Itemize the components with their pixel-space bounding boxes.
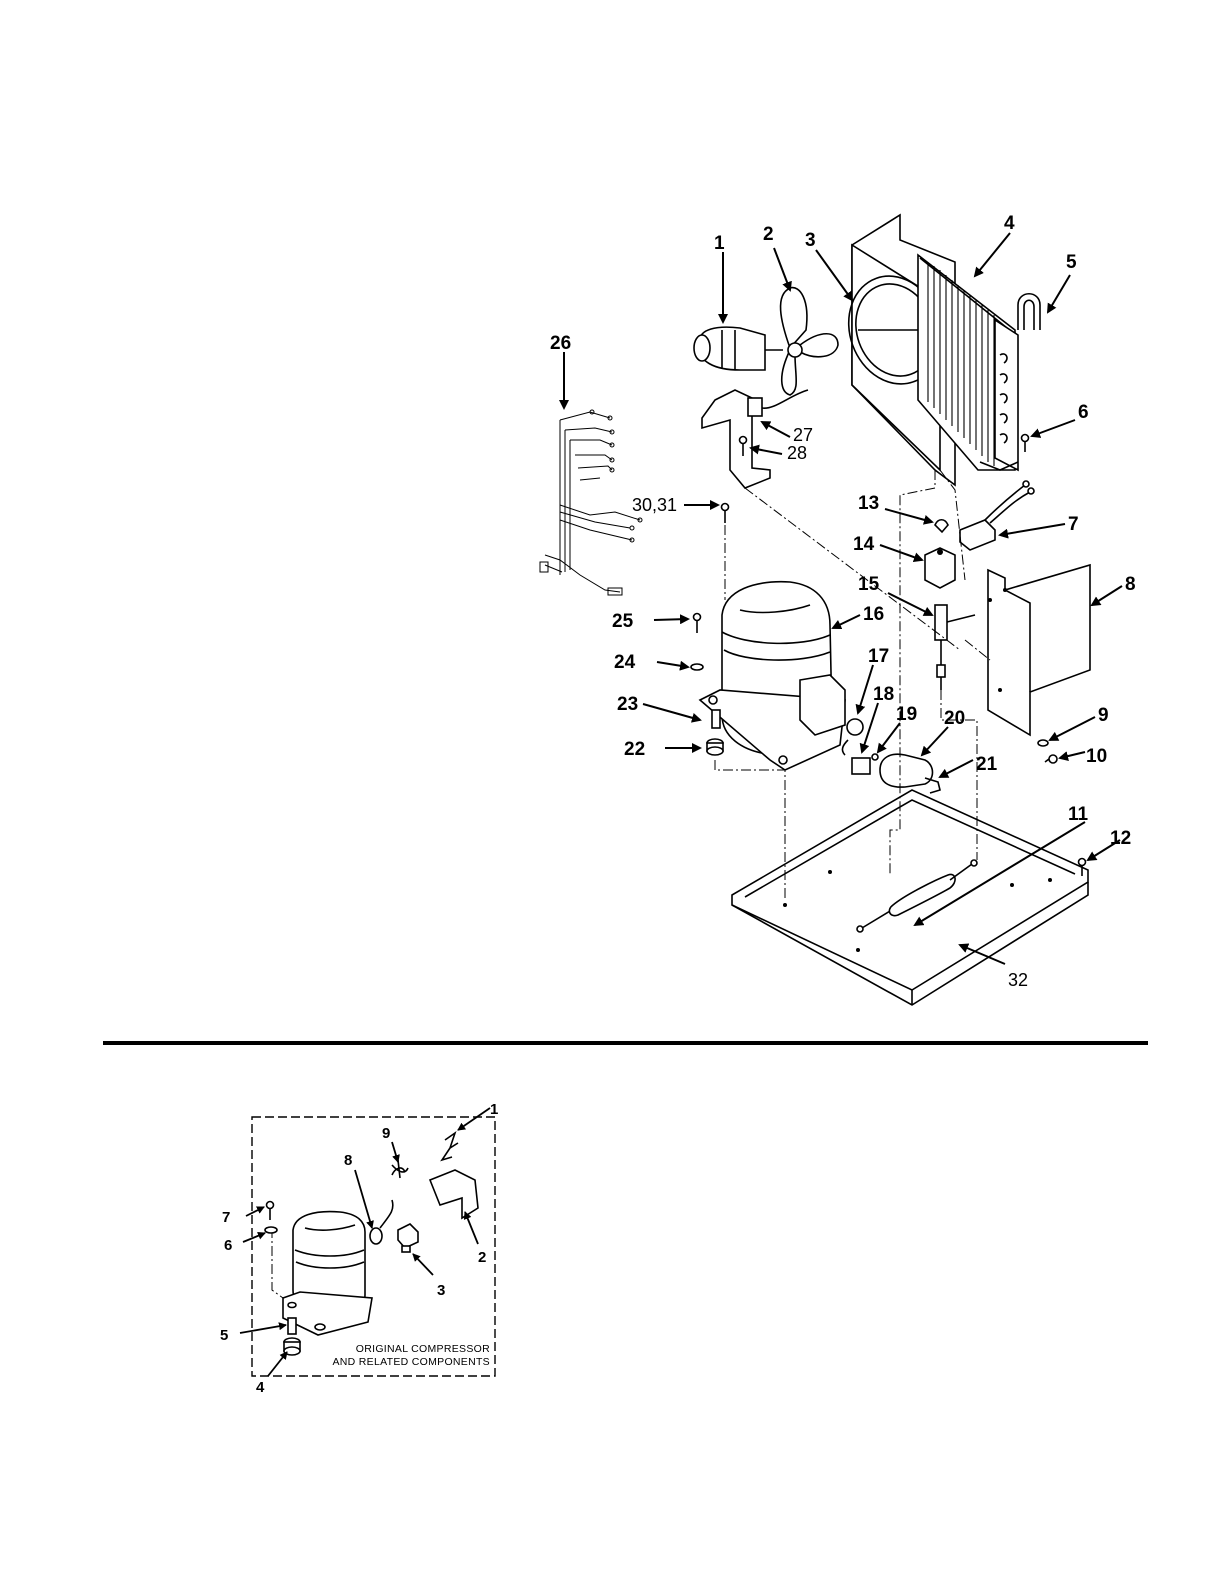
inset-clip (442, 1133, 458, 1160)
inset-compressor (283, 1212, 372, 1335)
inset-callout-5: 5 (220, 1327, 228, 1344)
inset-callout-3: 3 (437, 1282, 445, 1299)
inset-callout-6: 6 (224, 1237, 232, 1254)
inset-assembly-line (272, 1228, 283, 1298)
inset-callout-1: 1 (490, 1101, 498, 1118)
inset-frame (252, 1117, 495, 1376)
inset-bolt (267, 1202, 274, 1221)
inset-overload (370, 1200, 393, 1244)
inset-caption-line-1: ORIGINAL COMPRESSOR (356, 1343, 490, 1355)
inset-clip-spring (392, 1160, 408, 1178)
inset-callout-9: 9 (382, 1125, 390, 1142)
inset-sleeve (288, 1318, 296, 1334)
inset-relay (398, 1224, 418, 1252)
inset-callout-4: 4 (256, 1379, 265, 1396)
inset-cover (430, 1170, 478, 1218)
inset-caption-line-2: AND RELATED COMPONENTS (332, 1356, 490, 1368)
inset-washer (265, 1227, 277, 1233)
inset-callout-2: 2 (478, 1249, 486, 1266)
inset-caption: ORIGINAL COMPRESSOR AND RELATED COMPONEN… (332, 1343, 490, 1368)
inset-callout-8: 8 (344, 1152, 352, 1169)
inset-callout-7: 7 (222, 1209, 230, 1226)
